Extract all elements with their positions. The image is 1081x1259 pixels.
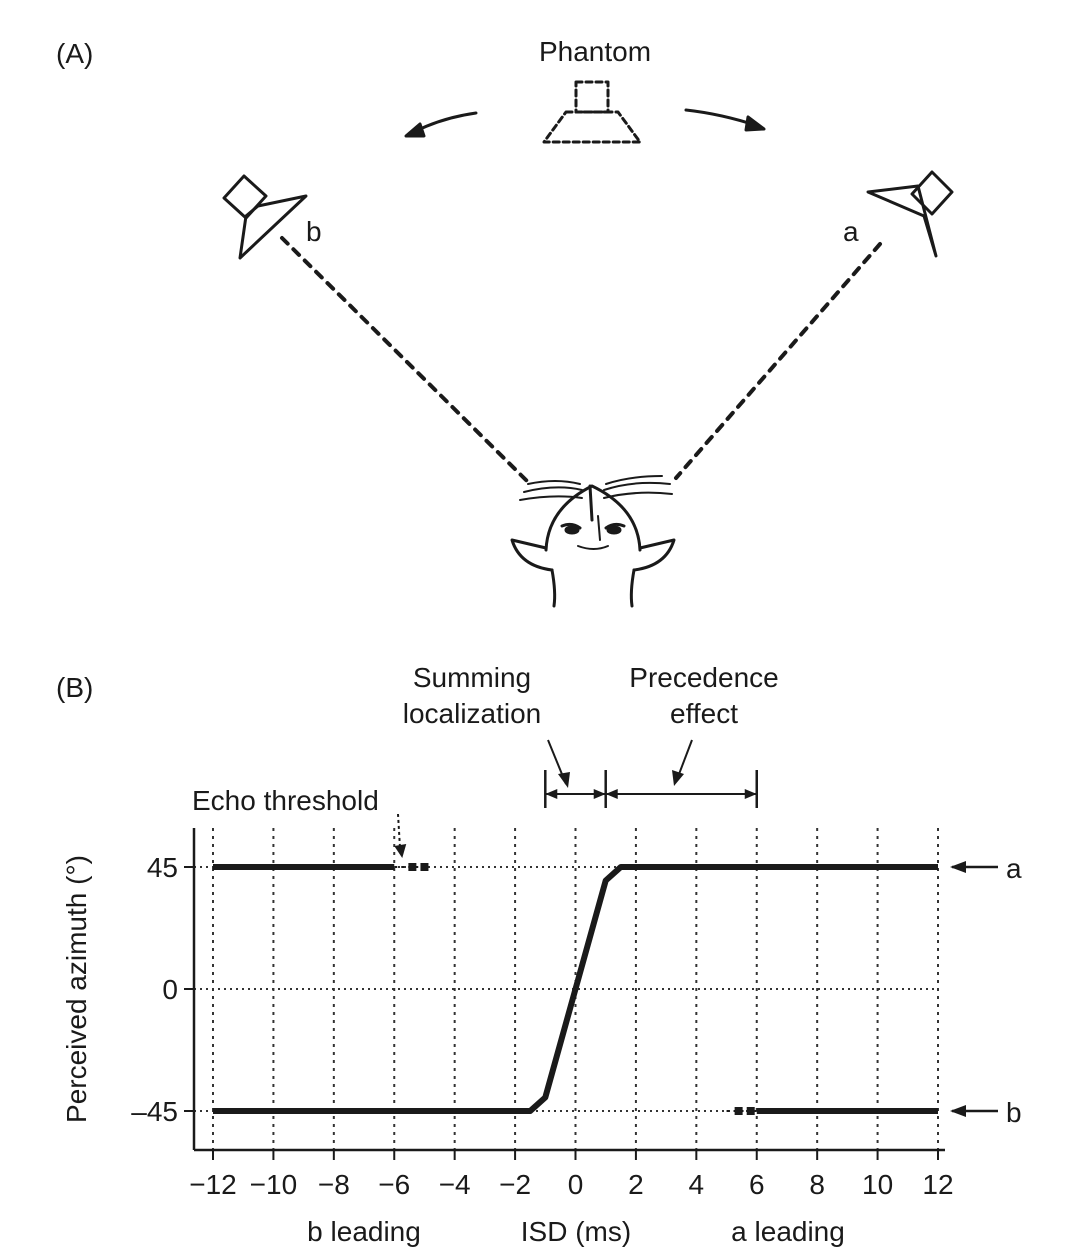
arrowhead-icon: [545, 789, 558, 799]
left-curved-arrow-icon: [404, 111, 478, 138]
x-tick-label: 10: [862, 1169, 893, 1200]
xlabel-a-leading: a leading: [731, 1216, 845, 1247]
y-tick-label: 45: [147, 852, 178, 883]
arrowhead-icon: [744, 789, 757, 799]
arrowhead-icon: [593, 789, 606, 799]
x-tick-label: 0: [568, 1169, 584, 1200]
path-a-to-listener: [674, 242, 882, 480]
speaker-b-label: b: [306, 216, 322, 247]
precedence-label-line1: Precedence: [629, 662, 779, 693]
summing-label-line2: localization: [402, 698, 542, 729]
arrowhead-icon: [672, 770, 684, 786]
precedence-label-line2: effect: [670, 698, 738, 729]
arrowhead-icon: [950, 1105, 966, 1117]
x-tick-label: −4: [439, 1169, 471, 1200]
xlabel-b-leading: b leading: [307, 1216, 421, 1247]
y-tick-label: –45: [131, 1096, 178, 1127]
phantom-speaker-icon: [542, 80, 642, 144]
right-label-a: a: [1006, 853, 1022, 884]
listener-head-icon: [510, 475, 676, 608]
x-tick-label: 12: [922, 1169, 953, 1200]
x-tick-label: −6: [378, 1169, 410, 1200]
panel-a-label: (A): [56, 38, 94, 69]
echo-marker: [734, 1107, 743, 1115]
x-tick-label: 6: [749, 1169, 765, 1200]
speaker-a-icon: [866, 170, 954, 258]
x-tick-label: 4: [689, 1169, 705, 1200]
arrowhead-icon: [394, 844, 407, 858]
x-tick-label: 8: [809, 1169, 825, 1200]
series-line-3: [213, 864, 938, 1114]
y-axis-label: Perceived azimuth (°): [61, 855, 92, 1123]
x-tick-label: −2: [499, 1169, 531, 1200]
arrowhead-icon: [950, 861, 966, 873]
summing-label-line1: Summing: [412, 662, 532, 693]
x-tick-label: −10: [250, 1169, 298, 1200]
x-tick-label: 2: [628, 1169, 644, 1200]
panel-b-label: (B): [56, 672, 94, 703]
y-tick-label: 0: [162, 974, 178, 1005]
arrowhead-icon: [605, 789, 618, 799]
path-b-to-listener: [280, 236, 530, 484]
x-tick-label: −8: [318, 1169, 350, 1200]
echo-marker: [408, 863, 417, 871]
x-tick-label: −12: [189, 1169, 237, 1200]
echo-threshold-label: Echo threshold: [192, 785, 379, 816]
echo-marker: [746, 1107, 755, 1115]
echo-marker: [420, 863, 429, 871]
speaker-a-label: a: [843, 216, 859, 247]
xlabel-isd: ISD (ms): [520, 1216, 632, 1247]
speaker-b-icon: [222, 174, 308, 260]
right-label-b: b: [1006, 1097, 1022, 1128]
panel-a-illustration: [222, 80, 954, 608]
arrowhead-icon: [558, 772, 570, 788]
right-curved-arrow-icon: [684, 108, 766, 132]
phantom-label: Phantom: [538, 36, 652, 67]
